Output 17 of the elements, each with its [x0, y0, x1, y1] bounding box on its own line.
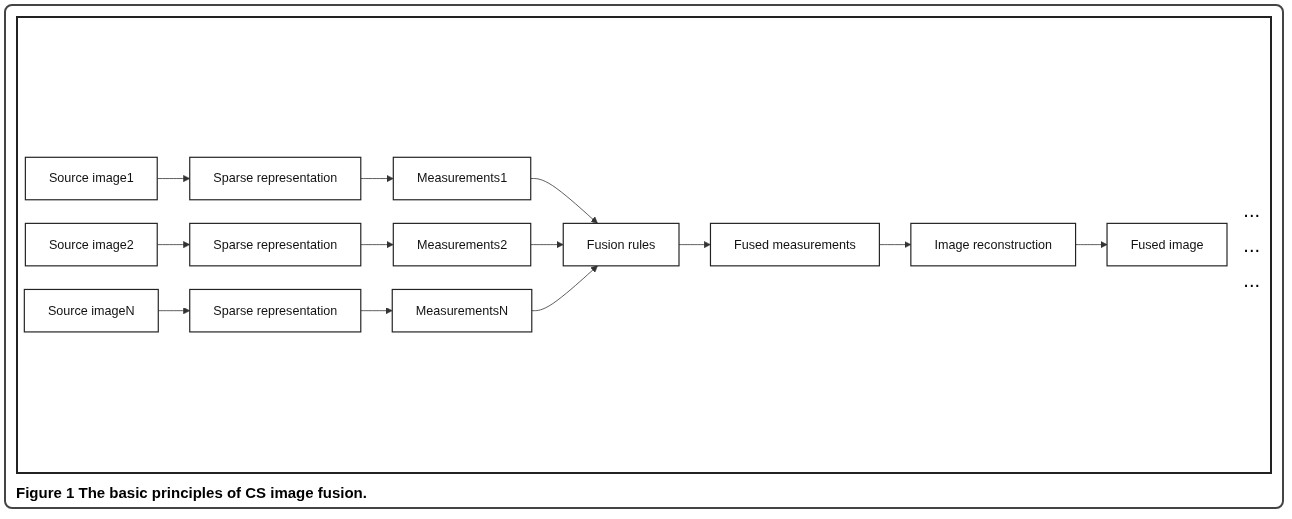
ellipsis-label: ...	[1243, 268, 1260, 292]
node-box: Source image2	[24, 223, 158, 267]
node-box: Source imageN	[23, 289, 159, 333]
node-box: Sparse representation	[189, 223, 362, 267]
node-box: Fusion rules	[562, 223, 680, 267]
node-box: Fused measurements	[709, 223, 880, 267]
node-box: Sparse representation	[189, 289, 362, 333]
node-box: Source image1	[24, 157, 158, 201]
node-box: MeasurementsN	[391, 289, 533, 333]
node-box: Image reconstruction	[910, 223, 1077, 267]
node-box: Fused image	[1106, 223, 1228, 267]
node-box: Measurements2	[392, 223, 532, 267]
ellipsis-label: ...	[1243, 198, 1260, 222]
node-box: Sparse representation	[189, 157, 362, 201]
node-box: Measurements1	[392, 157, 532, 201]
ellipsis-label: ...	[1243, 233, 1260, 257]
figure-caption: Figure 1 The basic principles of CS image fusion.	[16, 484, 368, 501]
